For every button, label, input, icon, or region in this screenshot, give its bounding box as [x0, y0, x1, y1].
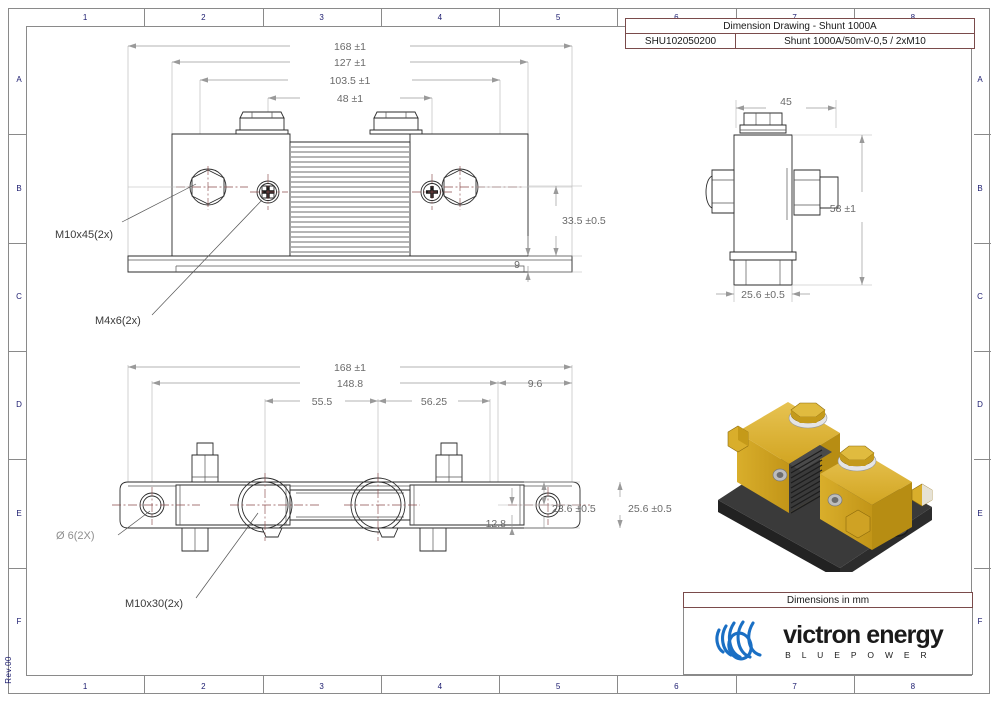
callout-m10x45: M10x45(2x) [55, 229, 113, 241]
zone-tick [499, 676, 500, 693]
revision-label: Rev.00 [4, 656, 13, 684]
zone-tick [380, 9, 382, 26]
zone-tick [735, 676, 737, 693]
zone-tick [853, 676, 855, 693]
zone-column-5: 5 [555, 13, 561, 22]
plan-nut-right-bottom [419, 527, 447, 552]
dim-plan-148-8: 148.8 [337, 378, 363, 390]
front-bolt-right [369, 111, 423, 135]
side-elevation-view: 45 58 ±1 25.6 ±0.5 [705, 96, 872, 302]
zone-column-2: 2 [201, 13, 206, 22]
zone-column-3: 3 [319, 13, 324, 22]
zone-tick [9, 134, 26, 136]
title-block: Dimension Drawing - Shunt 1000A SHU10205… [625, 18, 975, 49]
title-block-row: SHU102050200 Shunt 1000A/50mV-0,5 / 2xM1… [626, 34, 974, 49]
dim-side-58: 58 ±1 [830, 203, 856, 215]
zone-column-6: 6 [617, 14, 735, 22]
dim-plan-9-6: 9.6 [528, 378, 543, 390]
zone-tick [262, 676, 264, 693]
dim-front-103-5: 103.5 ±1 [330, 75, 371, 87]
front-bolt-left [235, 111, 289, 135]
zone-tick [9, 242, 26, 244]
dim-front-9: 9 [514, 259, 520, 271]
zone-row-E: E [16, 508, 22, 518]
sheet-border-inner [26, 26, 972, 676]
zone-tick [974, 242, 991, 244]
zone-row-F: F [977, 616, 983, 626]
dim-plan-23-6: 23.6 ±0.5 [552, 503, 596, 515]
dim-front-127: 127 ±1 [334, 57, 366, 69]
zone-column-7: 7 [736, 14, 854, 22]
zone-tick [144, 9, 146, 26]
isometric-render [718, 402, 933, 572]
callout-dia6: Ø 6(2X) [56, 530, 95, 542]
zone-tick [974, 134, 991, 136]
brand-logo-block: victron energy B L U E P O W E R [683, 608, 973, 675]
plan-nut-left-top [191, 442, 219, 483]
zone-column-4: 4 [437, 682, 443, 691]
units-note: Dimensions in mm [683, 592, 973, 608]
zone-column-6: 6 [674, 682, 679, 691]
zone-tick [974, 567, 991, 569]
zone-row-D: D [16, 400, 22, 410]
zone-row-B: B [16, 183, 22, 193]
zone-tick [617, 9, 619, 26]
zone-tick [735, 9, 737, 26]
zone-column-5: 5 [555, 682, 561, 691]
zone-column-8: 8 [910, 682, 916, 691]
dim-plan-12-8: 12.8 [486, 518, 507, 530]
zone-row-D: D [977, 400, 983, 410]
zone-tick [617, 676, 619, 693]
zone-tick [380, 676, 382, 693]
zone-tick [499, 9, 500, 26]
zone-row-E: E [977, 508, 983, 518]
zone-tick [9, 459, 26, 461]
callout-m4x6: M4x6(2x) [95, 315, 141, 327]
zone-row-B: B [977, 183, 983, 193]
dim-front-48: 48 ±1 [337, 93, 363, 105]
zone-column-2: 2 [201, 682, 206, 691]
part-number: SHU102050200 [626, 34, 736, 49]
zone-row-C: C [977, 291, 983, 301]
dim-side-25-6: 25.6 ±0.5 [741, 289, 785, 301]
dim-plan-55-5: 55.5 [312, 396, 333, 408]
dim-front-height: 33.5 ±0.5 [562, 215, 606, 227]
brand-tagline: B L U E P O W E R [785, 649, 931, 660]
zone-row-A: A [16, 75, 22, 85]
zone-tick [9, 567, 26, 569]
dim-plan-56-25: 56.25 [421, 396, 447, 408]
dim-plan-overall: 168 ±1 [334, 362, 366, 374]
plan-view: 168 ±1 148.8 9.6 55.5 56.25 [56, 362, 672, 610]
zone-column-3: 3 [319, 682, 324, 691]
zone-row-C: C [16, 291, 22, 301]
zone-tick [144, 676, 146, 693]
front-elevation-view: 168 ±1 127 ±1 103.5 ±1 48 ±1 [55, 41, 606, 327]
zone-tick [9, 351, 26, 352]
zone-row-F: F [16, 616, 22, 626]
callout-m10x30: M10x30(2x) [125, 598, 183, 610]
zone-tick [853, 9, 855, 26]
zone-column-1: 1 [82, 682, 88, 691]
plan-nut-left-bottom [181, 527, 209, 552]
zone-column-1: 1 [82, 13, 88, 22]
plan-nut-right-top [435, 442, 463, 483]
dim-side-45: 45 [780, 96, 792, 108]
dim-plan-25-6: 25.6 ±0.5 [628, 503, 672, 515]
zone-column-8: 8 [854, 14, 972, 22]
dim-front-overall-length: 168 ±1 [334, 41, 366, 53]
zone-column-7: 7 [792, 682, 797, 691]
brand-name: victron energy [783, 620, 944, 649]
zone-row-A: A [977, 75, 983, 85]
zone-tick [974, 351, 991, 352]
zone-column-4: 4 [437, 13, 443, 22]
victron-logo-icon [715, 620, 762, 661]
zone-tick [974, 459, 991, 461]
part-description: Shunt 1000A/50mV-0,5 / 2xM10 [784, 36, 926, 47]
zone-tick [262, 9, 264, 26]
title-block-heading: Dimension Drawing - Shunt 1000A [626, 19, 974, 34]
